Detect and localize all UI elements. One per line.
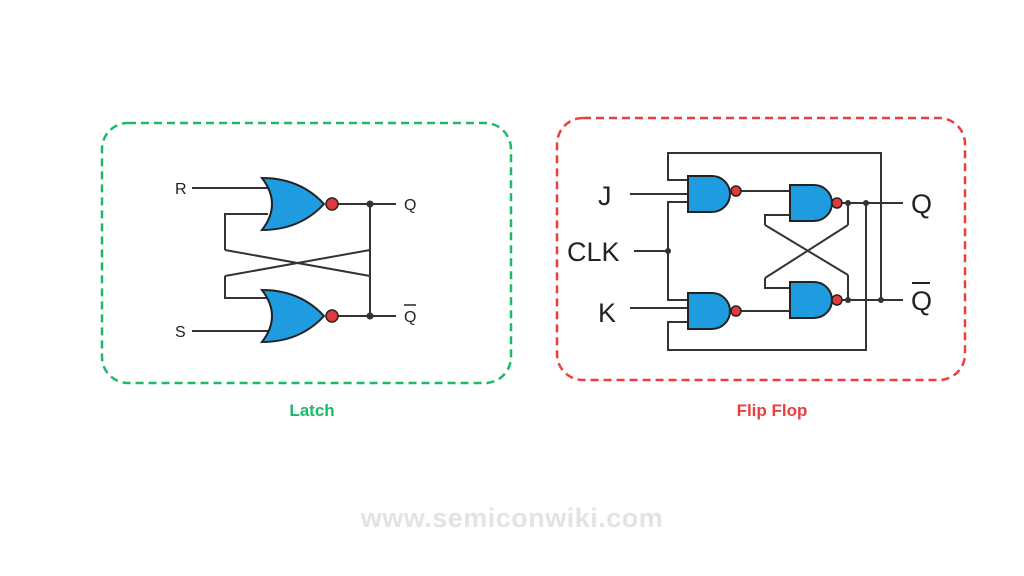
latch-label-r: R (175, 181, 187, 198)
ff-label-j: J (598, 181, 612, 211)
ff-nand-gate-sr-bottom (789, 281, 843, 319)
latch-panel: R S Q Q (100, 121, 513, 385)
latch-frame (100, 121, 513, 385)
ff-nand-gate-sr-top (789, 184, 843, 222)
ff-junction-clk (665, 248, 671, 254)
latch-label-q: Q (404, 197, 416, 214)
inverter-bubble (831, 197, 843, 209)
ff-junction-q1 (845, 200, 851, 206)
ff-junction-qbar1 (845, 297, 851, 303)
ff-label-qbar: Q (911, 286, 932, 316)
ff-label-clk: CLK (567, 237, 620, 267)
latch-junction-qbar (366, 312, 374, 320)
ff-label-q: Q (911, 189, 932, 219)
latch-nor-gate-top (259, 176, 339, 232)
latch-caption: Latch (289, 401, 335, 420)
inverter-bubble (730, 305, 742, 317)
latch-label-s: S (175, 324, 186, 341)
ff-junction-q2 (863, 200, 869, 206)
flipflop-caption: Flip Flop (736, 401, 808, 420)
latch-label-qbar: Q (404, 309, 416, 326)
latch-nor-gate-bottom (259, 288, 339, 344)
inverter-bubble (831, 294, 843, 306)
ff-label-k: K (598, 298, 616, 328)
ff-nand-gate-j (687, 175, 742, 213)
flipflop-frame (555, 116, 967, 382)
watermark-text: www.semiconwiki.com (360, 503, 664, 533)
inverter-bubble (325, 309, 339, 323)
inverter-bubble (325, 197, 339, 211)
latch-wires (192, 187, 396, 332)
latch-junction-q (366, 200, 374, 208)
flipflop-panel: J CLK K Q Q (555, 116, 967, 382)
inverter-bubble (730, 185, 742, 197)
ff-junction-qbar2 (878, 297, 884, 303)
ff-nand-gate-k (687, 292, 742, 330)
